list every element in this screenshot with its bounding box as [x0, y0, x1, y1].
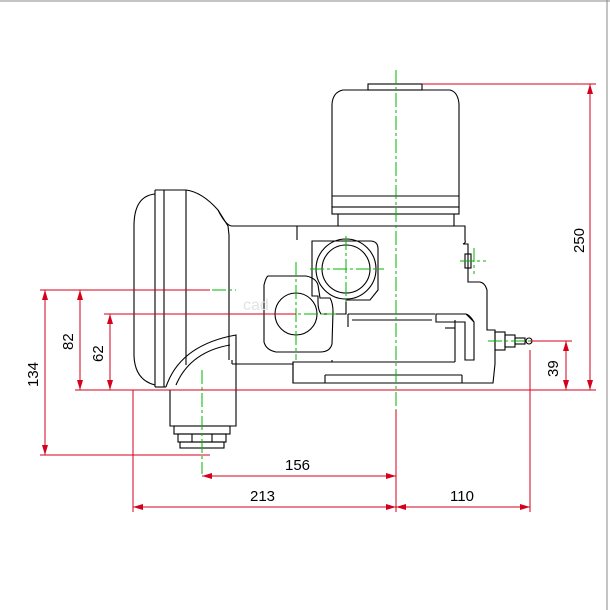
dim-62-label: 62: [90, 345, 107, 362]
dim-250-label: 250: [571, 228, 588, 253]
watermark-text: cad: [243, 297, 269, 314]
dim-213-label: 213: [250, 488, 275, 505]
dim-156-label: 156: [285, 457, 310, 474]
dimension-arrows: [42, 84, 593, 510]
dim-110-label: 110: [450, 488, 474, 505]
center-lines: [120, 70, 542, 474]
dim-82-label: 82: [60, 333, 77, 350]
actuator-outline: [133, 83, 533, 449]
dim-134-label: 134: [25, 362, 42, 387]
dimension-lines: [40, 83, 596, 512]
dim-39-label: 39: [545, 360, 562, 377]
